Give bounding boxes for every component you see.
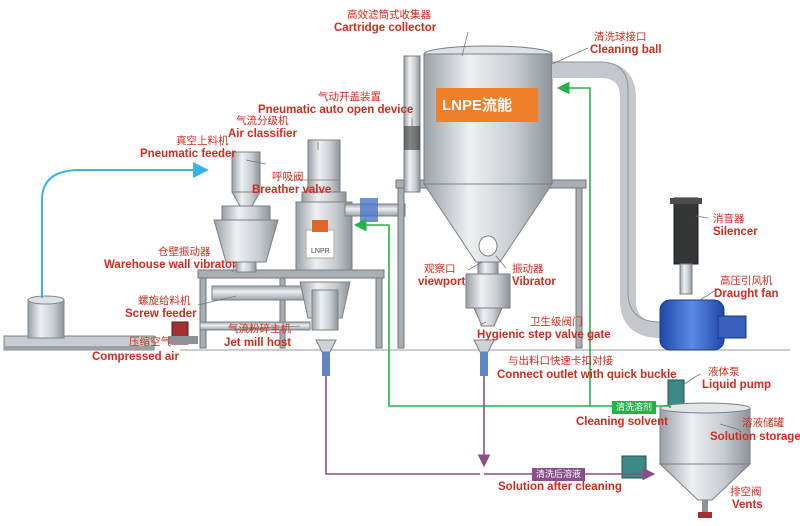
- wall-vibrator-cn: 仓壁振动器: [158, 246, 211, 258]
- mill-logo: LNPR: [311, 248, 330, 255]
- draught-fan-unit: [659, 299, 747, 351]
- liquid-pump-cn: 液体泵: [708, 366, 740, 378]
- air-classifier-en: Air classifier: [228, 128, 298, 140]
- suction-hose: [41, 162, 209, 298]
- duct-bellows: [360, 198, 378, 222]
- draught-fan-cn: 高压引风机: [720, 275, 773, 287]
- silencer-cn: 消音器: [713, 213, 745, 225]
- cleaning-solvent-tag: 清洗溶剂: [612, 401, 657, 414]
- cleaning-ball-en: Cleaning ball: [590, 44, 662, 56]
- compressed-air-en: Compressed air: [92, 351, 179, 363]
- exhaust-pipe: [552, 62, 690, 338]
- hygienic-valve-en: Hygienic step valve gate: [477, 329, 611, 341]
- solution-storage-cn: 溶液储罐: [742, 417, 784, 429]
- solvent-line-a: [353, 218, 671, 408]
- silencer-en: Silencer: [713, 226, 758, 238]
- screw-feeder-en: Screw feeder: [125, 308, 197, 320]
- return-pump-unit: [621, 455, 647, 479]
- breather-valve-cn: 呼吸阀: [272, 171, 304, 183]
- jet-mill-en: Jet mill host: [224, 337, 292, 349]
- cartridge-collector-unit: [423, 45, 553, 327]
- cartridge-collector-cn: 高效滤筒式收集器: [347, 9, 431, 21]
- pneumatic-feeder-unit: [213, 151, 279, 273]
- pneumatic-open-cn: 气动开盖装置: [318, 91, 381, 103]
- mill-frame: [197, 269, 385, 349]
- compressed-air-cn: 压缩空气: [129, 336, 171, 348]
- air-pipe: [199, 321, 311, 331]
- vibrator-cn: 振动器: [512, 263, 544, 275]
- vents-en: Vents: [732, 499, 763, 511]
- quick-buckle-en: Connect outlet with quick buckle: [497, 369, 677, 381]
- solution-line-a: [325, 376, 480, 475]
- wall-vibrator-en: Warehouse wall vibrator: [104, 259, 237, 271]
- collector-logo: LNPE流能: [442, 97, 513, 114]
- solution-storage-tank: [658, 402, 752, 518]
- viewport-cn: 观察口: [424, 263, 456, 275]
- solution-after-tag: 清洗后溶液: [532, 468, 586, 481]
- viewport-en: viewport: [418, 276, 466, 288]
- screw-feeder-cn: 螺旋给料机: [138, 295, 191, 307]
- pneumatic-open-en: Pneumatic auto open device: [258, 104, 414, 116]
- liquid-pump-unit: [667, 379, 685, 407]
- cleaning-ball-cn: 清洗球接口: [594, 31, 647, 43]
- cleaning-solvent-en: Cleaning solvent: [576, 416, 669, 428]
- solution-after-en: Solution after cleaning: [498, 481, 622, 493]
- air-classifier-cn: 气流分级机: [236, 115, 289, 127]
- air-valve: [168, 321, 198, 345]
- draught-fan-en: Draught fan: [714, 288, 779, 300]
- solution-storage-en: Solution storage: [710, 431, 800, 443]
- pneumatic-feeder-cn: 真空上料机: [176, 135, 229, 147]
- pneumatic-feeder-en: Pneumatic feeder: [140, 148, 236, 160]
- material-pallet: [3, 295, 155, 351]
- air-classifier-unit: [295, 139, 353, 331]
- hygienic-valve-cn: 卫生级阀门: [530, 316, 583, 328]
- jet-mill-cn: 气流粉碎主机: [228, 323, 291, 335]
- silencer-unit: [670, 197, 702, 295]
- solvent-line-b: [556, 81, 591, 406]
- quick-buckle-cn: 与出料口快速卡扣对接: [508, 355, 613, 367]
- vents-cn: 排空阀: [730, 486, 762, 498]
- cartridge-collector-en: Cartridge collector: [334, 22, 437, 34]
- breather-valve-en: Breather valve: [252, 184, 332, 196]
- liquid-pump-en: Liquid pump: [702, 379, 771, 391]
- leader-lines: [197, 31, 741, 431]
- vibrator-en: Vibrator: [512, 276, 556, 288]
